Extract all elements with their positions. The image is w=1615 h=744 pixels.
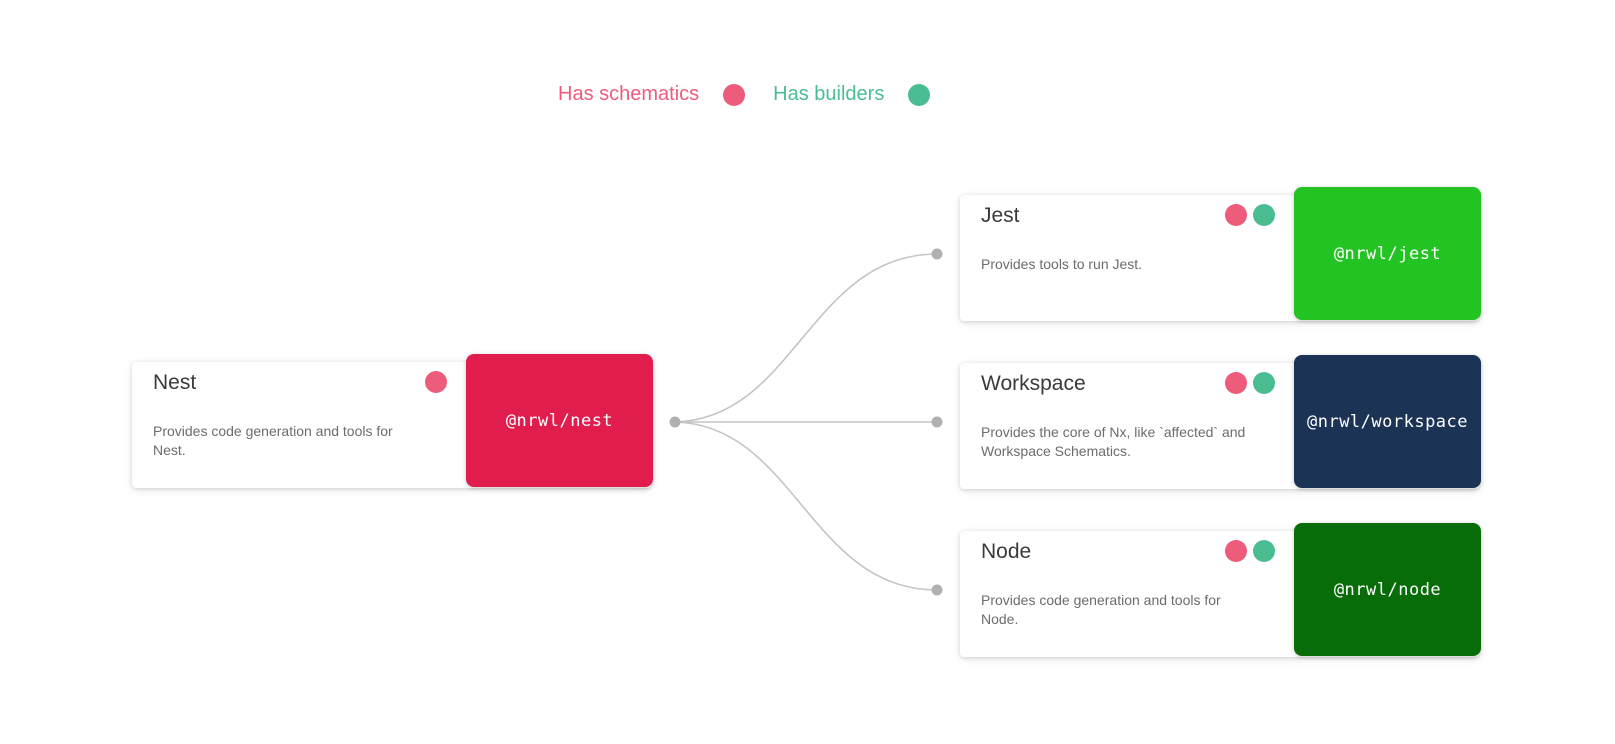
schematics-dot-icon — [723, 83, 746, 106]
edge-nest-node — [674, 421, 938, 591]
schematics-dot-icon — [1225, 204, 1247, 226]
builders-dot-icon — [1253, 204, 1275, 226]
plugin-card-node[interactable]: Node Provides code generation and tools … — [960, 523, 1481, 657]
schematics-dot-icon — [425, 371, 447, 393]
package-name: @nrwl/workspace — [1306, 411, 1469, 432]
schematics-dot-icon — [1225, 540, 1247, 562]
card-title: Node — [981, 540, 1032, 563]
plugin-card-jest[interactable]: Jest Provides tools to run Jest. @nrwl/j… — [960, 187, 1481, 321]
package-name-block: @nrwl/jest — [1294, 187, 1481, 320]
edge-target-dot-jest — [931, 248, 943, 260]
legend-item-builders: Has builders — [773, 83, 931, 106]
card-title: Workspace — [981, 372, 1086, 395]
package-name-block: @nrwl/node — [1294, 523, 1481, 656]
legend-schematics-label: Has schematics — [558, 83, 700, 105]
card-description: Provides the core of Nx, like `affected`… — [981, 424, 1246, 459]
schematics-dot-icon — [1225, 372, 1247, 394]
card-title: Nest — [153, 371, 197, 394]
card-description: Provides code generation and tools for N… — [153, 423, 393, 458]
edge-nest-jest — [674, 253, 938, 423]
package-name: @nrwl/nest — [505, 410, 614, 431]
builders-dot-icon — [1253, 540, 1275, 562]
builders-dot-icon — [1253, 372, 1275, 394]
builders-dot-icon — [908, 83, 931, 106]
package-name-block: @nrwl/workspace — [1294, 355, 1481, 488]
legend: Has schematics Has builders — [558, 83, 931, 106]
card-description: Provides tools to run Jest. — [981, 256, 1143, 272]
edge-source-dot — [669, 416, 681, 428]
card-description: Provides code generation and tools for N… — [981, 592, 1221, 627]
card-title: Jest — [981, 204, 1020, 227]
legend-item-schematics: Has schematics — [558, 83, 746, 106]
edge-target-dot-workspace — [931, 416, 943, 428]
legend-builders-label: Has builders — [773, 83, 885, 105]
plugin-card-nest[interactable]: Nest Provides code generation and tools … — [132, 354, 653, 488]
package-name: @nrwl/jest — [1333, 243, 1442, 264]
package-name: @nrwl/node — [1333, 579, 1442, 600]
edge-target-dot-node — [931, 584, 943, 596]
plugin-card-workspace[interactable]: Workspace Provides the core of Nx, like … — [960, 355, 1481, 489]
package-name-block: @nrwl/nest — [466, 354, 653, 487]
